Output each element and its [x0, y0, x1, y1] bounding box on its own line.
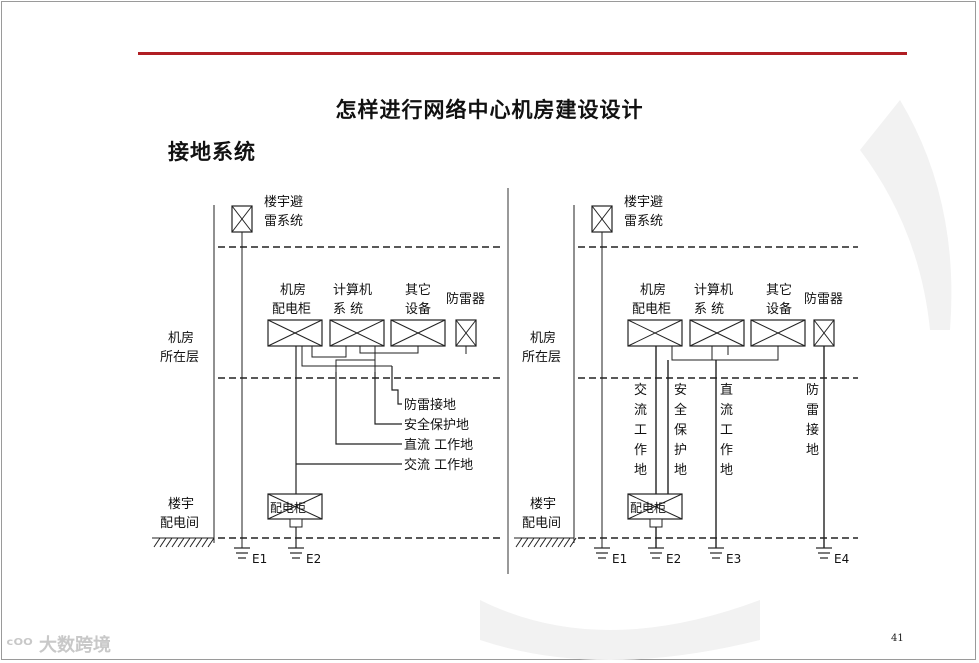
left-power-cabinet-icon — [267, 319, 323, 347]
slide-subtitle: 接地系统 — [168, 140, 256, 164]
right-room-label-2: 所在层 — [522, 350, 561, 365]
left-cab2-label-2: 系 统 — [333, 302, 363, 317]
right-lightning-rod-icon — [591, 205, 613, 233]
right-dist-label-1: 楼宇 — [530, 497, 556, 512]
right-cab2-label-2: 系 统 — [694, 302, 724, 317]
right-bus-wires — [671, 346, 779, 361]
right-lightning-label-1: 楼宇避 — [624, 195, 663, 210]
left-electrode-e2: E2 — [306, 552, 321, 566]
left-cab3-label-2: 设备 — [405, 301, 431, 317]
left-lightning-label-2: 雷系统 — [264, 214, 303, 229]
left-ground-routes — [295, 346, 402, 548]
left-dist-label-1: 楼宇 — [168, 497, 194, 512]
right-cab3-label-1: 其它 — [766, 282, 792, 298]
left-other-cabinet-icon — [390, 319, 446, 347]
right-diagram: 楼宇避 雷系统 机房 所在层 楼宇 配电间 机房 配电柜 计算机 系 统 其它 … — [514, 195, 858, 566]
right-arrester-label: 防雷器 — [804, 291, 843, 307]
slide-title: 怎样进行网络中心机房建设设计 — [335, 98, 644, 122]
right-computer-cabinet-icon — [689, 319, 745, 347]
left-lightning-label-1: 楼宇避 — [264, 195, 303, 210]
left-distribution-box-label: 配电柜 — [270, 501, 306, 515]
right-cab3-label-2: 设备 — [766, 301, 792, 317]
left-cab2-label-1: 计算机 — [333, 283, 372, 298]
watermark-icon: ᶜᴼᴼ — [6, 635, 33, 656]
right-vlabel-dc: 直流工作地 — [720, 383, 733, 478]
page-number: 41 — [891, 633, 904, 644]
left-arrester-icon — [455, 319, 477, 347]
left-earth-hatch — [152, 537, 215, 548]
left-cab3-label-1: 其它 — [405, 282, 431, 298]
right-other-cabinet-icon — [750, 319, 806, 347]
right-dist-label-2: 配电间 — [522, 516, 561, 531]
right-lightning-label-2: 雷系统 — [624, 214, 663, 229]
right-ground-symbol-e4 — [816, 547, 832, 559]
left-ground-label-ac: 交流 工作地 — [404, 457, 473, 473]
left-ground-symbol-e2 — [288, 547, 304, 559]
right-earth-hatch — [514, 537, 577, 548]
title-rule — [138, 52, 907, 55]
watermark-logo: ᶜᴼᴼ 大数跨境 — [6, 631, 111, 657]
right-ground-symbol-e2 — [648, 547, 664, 559]
right-cab1-label-1: 机房 — [640, 282, 666, 298]
watermark-text: 大数跨境 — [39, 635, 111, 656]
left-distribution-box-icon — [267, 493, 323, 528]
right-vertical-label-lightning: 防雷接地 — [806, 382, 819, 458]
left-dist-label-2: 配电间 — [160, 516, 199, 531]
left-diagram: 楼宇避 雷系统 机房 所在层 楼宇 配电间 机房 配电柜 计算机 系 统 其它 … — [152, 195, 500, 566]
left-room-label-2: 所在层 — [160, 350, 199, 365]
left-computer-cabinet-icon — [329, 319, 385, 347]
right-ground-symbol-e1 — [594, 547, 610, 559]
left-arrester-label: 防雷器 — [446, 291, 485, 307]
right-room-label-1: 机房 — [530, 330, 556, 346]
right-vlabel-safety: 安全保护地 — [674, 383, 687, 478]
right-electrode-e2: E2 — [666, 552, 681, 566]
bg-shape-bottom — [480, 600, 760, 660]
right-electrode-e4: E4 — [834, 552, 849, 566]
right-ground-symbol-e3 — [708, 547, 724, 559]
right-vertical-label-safety: 安全保护地 — [674, 383, 687, 478]
left-ground-label-dc: 直流 工作地 — [404, 438, 473, 453]
right-vlabel-ac: 交流工作地 — [634, 382, 647, 478]
left-electrode-e1: E1 — [252, 552, 267, 566]
left-ground-label-lightning: 防雷接地 — [404, 397, 456, 413]
bg-shape-right — [860, 100, 952, 330]
right-cab1-label-2: 配电柜 — [632, 302, 671, 317]
right-vertical-label-dc: 直流工作地 — [720, 383, 733, 478]
left-lightning-rod-icon — [231, 205, 253, 233]
left-cab1-label-2: 配电柜 — [272, 302, 311, 317]
right-vlabel-lightning: 防雷接地 — [806, 382, 819, 458]
left-ground-label-safety: 安全保护地 — [404, 417, 469, 433]
left-room-label-1: 机房 — [168, 330, 194, 346]
left-bus-wires — [301, 346, 467, 372]
left-cab1-label-1: 机房 — [280, 282, 306, 298]
right-electrode-e3: E3 — [726, 552, 741, 566]
left-ground-symbol-e1 — [234, 547, 250, 559]
right-cab2-label-1: 计算机 — [694, 283, 733, 298]
right-power-cabinet-icon — [627, 319, 683, 347]
right-distribution-box-label: 配电柜 — [630, 501, 666, 515]
right-electrode-e1: E1 — [612, 552, 627, 566]
right-arrester-icon — [813, 319, 835, 347]
right-distribution-box-icon — [627, 493, 683, 528]
right-vertical-label-ac: 交流工作地 — [634, 382, 647, 478]
